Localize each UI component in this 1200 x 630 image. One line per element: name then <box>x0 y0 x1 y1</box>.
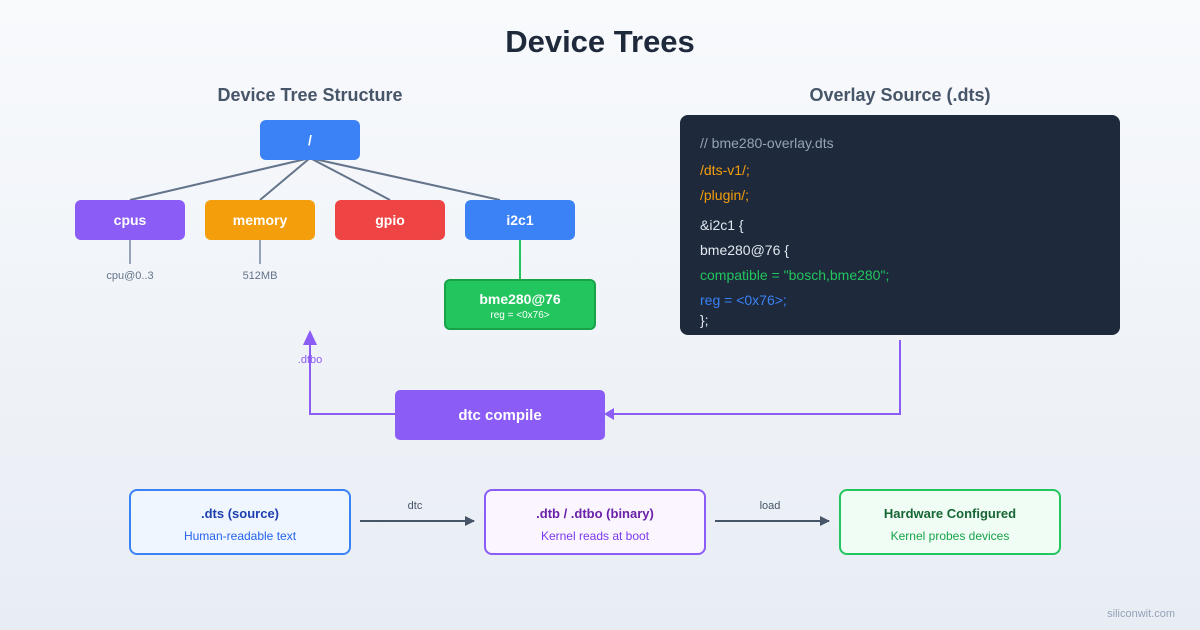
code-line: /dts-v1/; <box>700 162 750 178</box>
code-line: // bme280-overlay.dts <box>700 135 834 151</box>
compile-arrowhead <box>604 408 614 420</box>
tree-edge-memory <box>259 157 311 201</box>
flow-arrow-label-dtc: dtc <box>407 500 423 512</box>
compile-to-tree-line <box>309 344 395 415</box>
flow-box-desc: Kernel reads at boot <box>540 529 650 543</box>
tree-edge-i2c1 <box>309 157 501 201</box>
leaf-name: bme280@76 <box>479 291 561 307</box>
flow-arrow-label-load: load <box>759 500 781 512</box>
footer-credit: siliconwit.com <box>1107 608 1175 620</box>
code-line: /plugin/; <box>700 187 750 203</box>
code-line: }; <box>700 312 709 328</box>
overlay-to-compile-line <box>612 340 901 415</box>
flow-box-desc: Kernel probes devices <box>890 529 1010 543</box>
tree-node-memory: memory <box>205 200 315 240</box>
tree-node-gpio: gpio <box>335 200 445 240</box>
flow-box-hardware: Hardware Configured Kernel probes device… <box>839 489 1061 555</box>
dtc-compile-box: dtc compile <box>395 390 605 440</box>
flow-box-title: .dtb / .dtbo (binary) <box>536 506 654 521</box>
leaf-reg: reg = <0x76> <box>490 310 550 321</box>
tree-edge-gpio <box>309 157 391 201</box>
tree-node-cpus: cpus <box>75 200 185 240</box>
flow-box-title: Hardware Configured <box>883 506 1017 521</box>
overlay-code-block: // bme280-overlay.dts /dts-v1/; /plugin/… <box>680 115 1120 335</box>
code-line: bme280@76 { <box>700 242 789 258</box>
flow-box-desc: Human-readable text <box>183 529 297 543</box>
tree-section-title: Device Tree Structure <box>217 85 403 105</box>
cpus-sub-label: cpu@0..3 <box>106 270 154 282</box>
flow-box-binary: .dtb / .dtbo (binary) Kernel reads at bo… <box>484 489 706 555</box>
tree-edge-cpus <box>129 157 311 201</box>
flow-box-title: .dts (source) <box>200 506 279 521</box>
tree-arrowhead <box>303 330 317 345</box>
dtbo-label: .dtbo <box>297 354 323 366</box>
tree-leaf-bme280: bme280@76 reg = <0x76> <box>444 279 596 330</box>
tree-node-i2c1: i2c1 <box>465 200 575 240</box>
tree-root-node: / <box>260 120 360 160</box>
memory-sub-label: 512MB <box>242 270 278 282</box>
overlay-section-title: Overlay Source (.dts) <box>809 85 991 105</box>
flow-box-source: .dts (source) Human-readable text <box>129 489 351 555</box>
code-line: &i2c1 { <box>700 217 744 233</box>
code-line: compatible = "bosch,bme280"; <box>700 267 890 283</box>
page-title: Device Trees <box>505 24 695 59</box>
code-line: reg = <0x76>; <box>700 292 787 308</box>
